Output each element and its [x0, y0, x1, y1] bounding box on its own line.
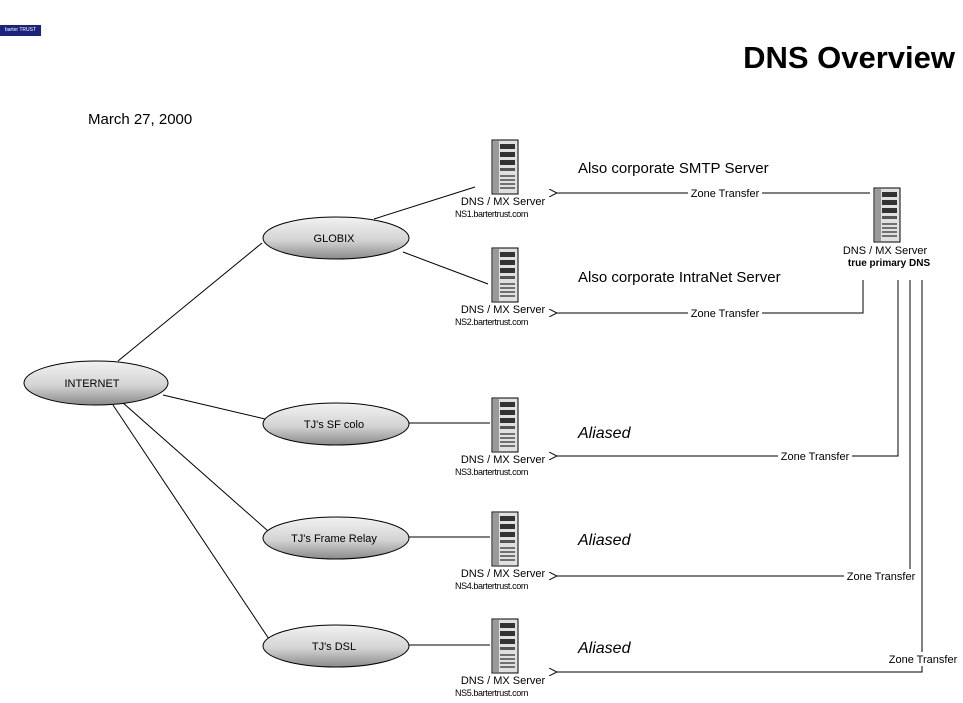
link-internet-dsl	[112, 404, 270, 640]
page-title: DNS Overview	[743, 40, 955, 75]
ns4-server-label: DNS / MX Server	[461, 568, 546, 580]
ns1-hostname: NS1.bartertrust.com	[455, 209, 528, 219]
ns5-note: Aliased	[577, 640, 632, 657]
ns4-server-icon	[491, 511, 519, 567]
link-internet-frame-relay	[121, 401, 269, 532]
sf-colo-label: TJ's SF colo	[304, 419, 364, 431]
ns1-note: Also corporate SMTP Server	[578, 160, 769, 177]
dsl-label: TJ's DSL	[312, 641, 356, 653]
zone-transfer-ns5-line	[556, 280, 923, 672]
zone-transfer-ns4-label: Zone Transfer	[847, 571, 916, 583]
ns3-server-label: DNS / MX Server	[461, 454, 546, 466]
ns4-note: Aliased	[577, 532, 632, 549]
zone-transfer-ns3-line	[556, 280, 899, 456]
link-internet-globix	[117, 242, 263, 362]
zone-transfer-ns3-label: Zone Transfer	[781, 451, 850, 463]
ns3-note: Aliased	[577, 425, 632, 442]
ns5-server-icon	[491, 618, 519, 674]
ns4-hostname: NS4.bartertrust.com	[455, 581, 528, 591]
ns5-hostname: NS5.bartertrust.com	[455, 688, 528, 698]
primary-server-label: DNS / MX Server	[843, 245, 928, 257]
company-logo: barter TRUST	[0, 25, 41, 36]
ns1-server-label: DNS / MX Server	[461, 196, 546, 208]
ns2-note: Also corporate IntraNet Server	[578, 269, 781, 286]
ns2-server-label: DNS / MX Server	[461, 304, 546, 316]
zone-transfer-ns5-label: Zone Transfer	[889, 654, 958, 666]
diagram-date: March 27, 2000	[88, 111, 193, 128]
ns1-server-icon	[491, 139, 519, 195]
ns5-server-label: DNS / MX Server	[461, 675, 546, 687]
link-globix-ns1	[373, 186, 476, 220]
ns3-hostname: NS3.bartertrust.com	[455, 467, 528, 477]
logo-text: barter TRUST	[4, 27, 37, 33]
zone-transfer-ns2-label: Zone Transfer	[691, 308, 760, 320]
zone-transfer-ns2-line	[556, 280, 864, 313]
primary-server-icon	[873, 187, 901, 243]
link-internet-sf-colo	[162, 394, 266, 420]
globix-label: GLOBIX	[314, 233, 356, 245]
sf-colo-network	[262, 402, 410, 446]
primary-server-role: true primary DNS	[848, 258, 931, 269]
frame-relay-network	[262, 516, 410, 560]
globix-network	[262, 216, 410, 260]
ns2-server-icon	[491, 247, 519, 303]
dsl-network	[262, 624, 410, 668]
frame-relay-label: TJ's Frame Relay	[291, 533, 377, 545]
zone-transfer-ns1-label: Zone Transfer	[691, 188, 760, 200]
link-globix-ns2	[402, 251, 489, 285]
internet-label: INTERNET	[65, 378, 120, 390]
ns3-server-icon	[491, 397, 519, 453]
internet-cloud	[23, 360, 169, 406]
ns2-hostname: NS2.bartertrust.com	[455, 317, 528, 327]
